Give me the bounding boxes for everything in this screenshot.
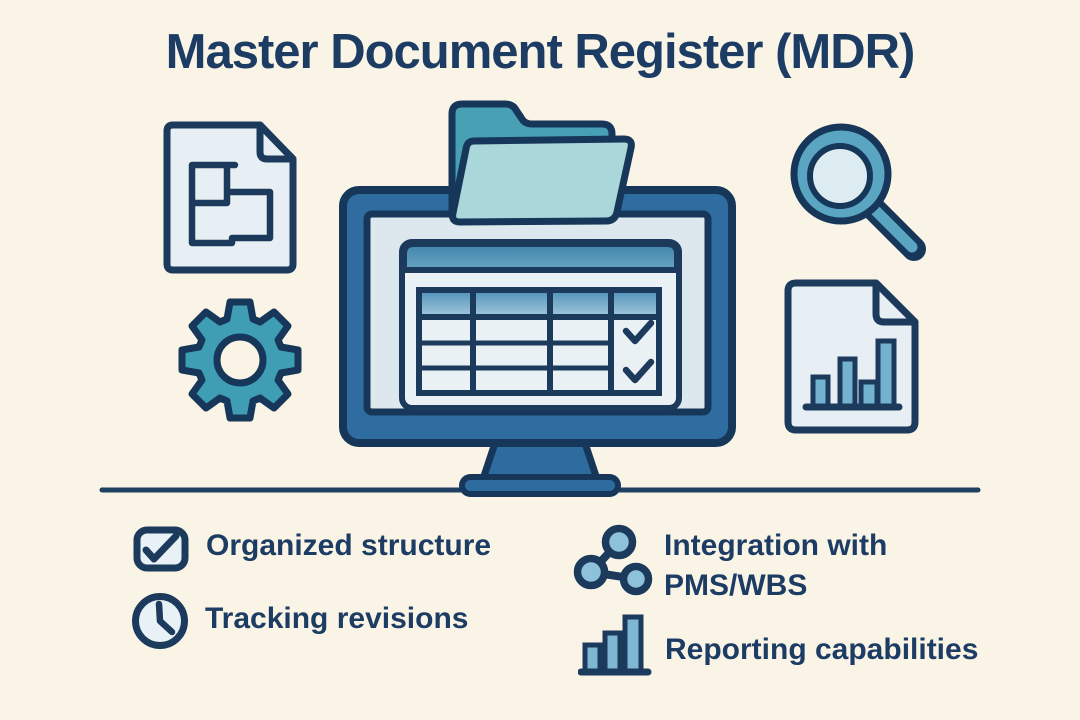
blueprint-document-icon xyxy=(163,121,297,274)
table-check-icons xyxy=(622,319,655,384)
feature-reporting: Reporting capabilities xyxy=(578,614,978,678)
feature-organized-structure: Organized structure xyxy=(133,526,491,572)
feature-label: Reporting capabilities xyxy=(665,633,979,666)
bar-chart-icon xyxy=(578,614,652,676)
feature-integration: Integration with PMS/WBS xyxy=(571,520,964,606)
register-table xyxy=(416,287,662,396)
checkbox-icon xyxy=(133,526,189,572)
report-chart-document-icon xyxy=(784,279,919,434)
page-title: Master Document Register (MDR) xyxy=(165,25,916,79)
clock-icon xyxy=(132,593,188,649)
folder-icon xyxy=(448,100,635,226)
feature-label: Tracking revisions xyxy=(205,602,469,635)
monitor-illustration xyxy=(339,186,736,447)
monitor-stand xyxy=(459,436,621,497)
gear-icon xyxy=(178,298,302,422)
share-network-icon xyxy=(573,524,653,596)
feature-tracking-revisions: Tracking revisions xyxy=(130,592,468,652)
register-window xyxy=(399,239,682,411)
feature-label: Organized structure xyxy=(206,529,492,562)
window-titlebar xyxy=(401,241,680,273)
search-icon xyxy=(790,123,926,261)
feature-label: Integration with PMS/WBS xyxy=(664,529,888,602)
